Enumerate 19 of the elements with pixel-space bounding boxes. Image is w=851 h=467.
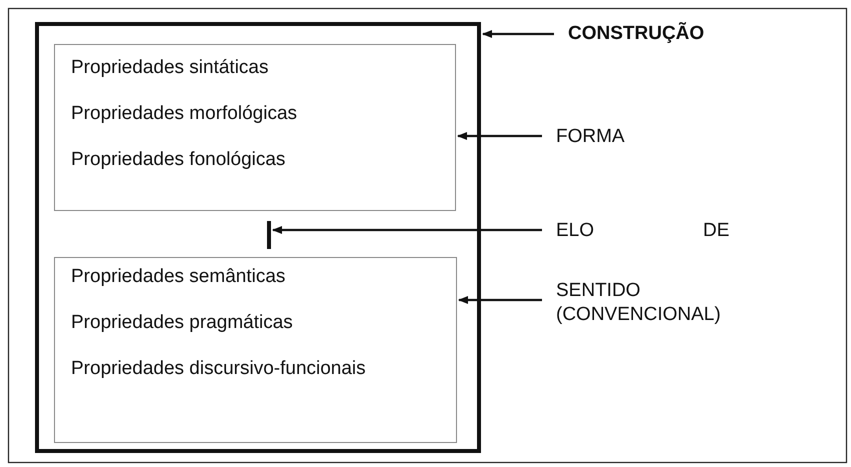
vertical-bar (267, 221, 271, 249)
arrow (272, 226, 542, 234)
label-text: CONSTRUÇÃO (568, 22, 706, 46)
outer-box (35, 22, 481, 453)
label-text: SENTIDO (CONVENCIONAL) (556, 279, 722, 327)
property-text: Propriedades discursivo-funcionais (71, 358, 367, 380)
property-box (54, 257, 457, 443)
property-text: Propriedades fonológicas (71, 149, 286, 171)
arrow (457, 132, 542, 140)
property-text: Propriedades sintáticas (71, 57, 270, 79)
arrow (482, 30, 554, 38)
arrow (458, 296, 542, 304)
property-text: Propriedades pragmáticas (71, 312, 294, 334)
property-text: Propriedades morfológicas (71, 103, 298, 125)
property-box (54, 44, 456, 211)
label-text: FORMA (556, 125, 626, 149)
label-text: ELO (556, 219, 594, 243)
label-text: DE (703, 219, 730, 243)
property-text: Propriedades semânticas (71, 266, 286, 288)
